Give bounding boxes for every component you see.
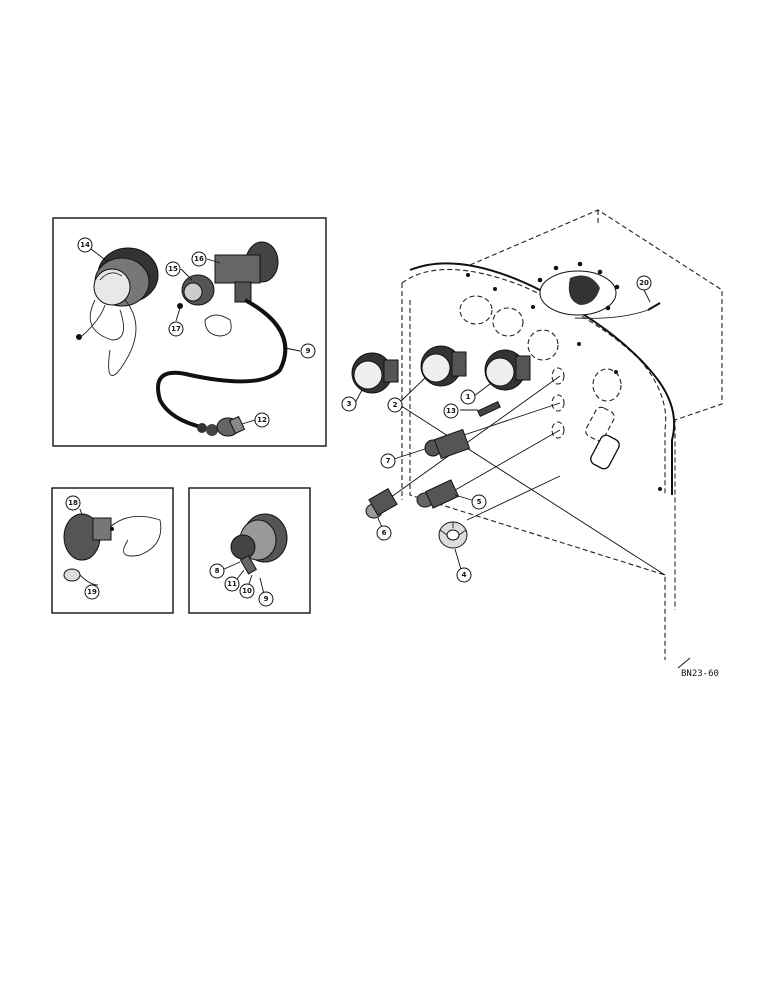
gauge-14-drawing [76,247,159,376]
inset-gauge-assembly [52,217,327,447]
callout-14: 14 [80,241,90,249]
callout-6: 6 [382,529,387,537]
callout-16: 16 [194,255,204,263]
callout-19: 19 [87,588,97,596]
callout-2: 2 [393,401,398,409]
inset-gauge-rear [188,487,311,614]
plug-6-drawing [365,488,398,519]
callout-11: 11 [227,580,237,588]
callout-9-bottom: 9 [264,595,269,603]
callout-9-top: 9 [306,347,311,355]
bulb-12-drawing [197,415,246,437]
callout-5: 5 [477,498,482,506]
callout-10: 10 [242,587,252,595]
inset-light-bulb [51,487,174,614]
fitting-15-16-drawing [177,241,279,337]
callouts: 14 16 15 17 9 12 18 19 8 11 10 9 3 2 1 1… [65,237,652,607]
callout-15: 15 [168,265,178,273]
callout-4: 4 [462,571,467,579]
callout-17: 17 [171,325,181,333]
switch-7-drawing [424,428,471,460]
callout-20: 20 [639,279,649,287]
callout-7: 7 [386,457,391,465]
callout-13: 13 [446,407,456,415]
callout-1: 1 [466,393,471,401]
drawing-code: BN23-60 [681,669,719,679]
gauge-1-drawing [484,349,531,391]
callout-12: 12 [257,416,267,424]
dashboard-panel [379,209,723,660]
cap-4-drawing [438,521,468,549]
socket-5-drawing [416,479,460,509]
callout-18: 18 [68,499,78,507]
gauge-2-drawing [420,345,467,387]
callout-8: 8 [215,567,220,575]
callout-3: 3 [347,400,352,408]
gauge-3-drawing [351,352,399,394]
